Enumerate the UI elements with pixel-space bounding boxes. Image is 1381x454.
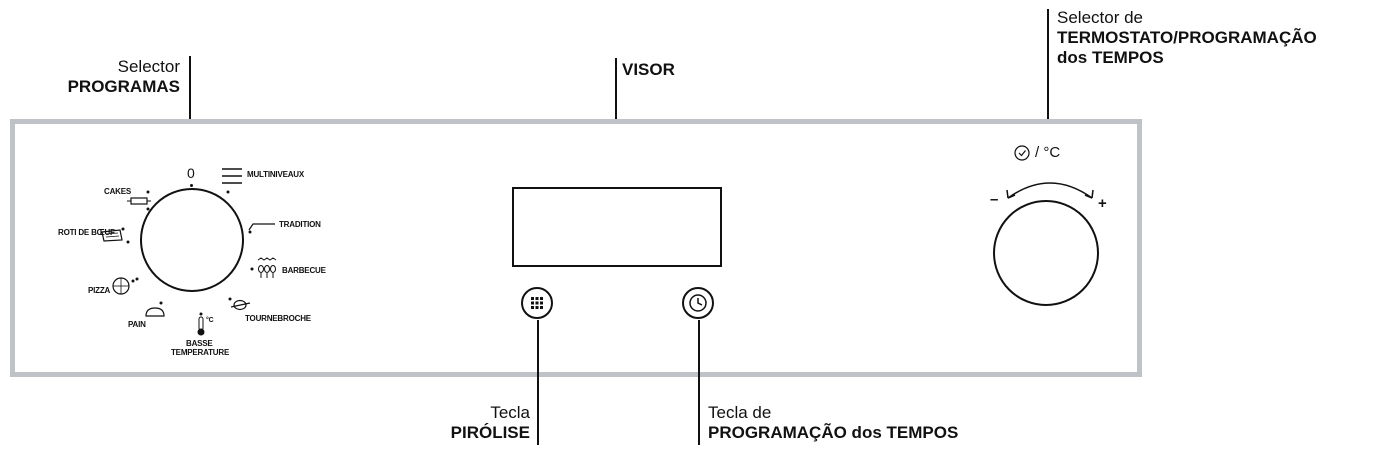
thermostat-symbol: / °C — [1035, 144, 1061, 161]
keypad-icon — [531, 297, 543, 309]
callout-tempos-line2: PROGRAMAÇÃO dos TEMPOS — [708, 423, 959, 442]
pirolise-button[interactable] — [521, 287, 553, 319]
cake-icon — [127, 190, 151, 211]
callout-pirolise-line1: Tecla — [490, 403, 530, 422]
dot-zero — [190, 184, 193, 187]
callout-programas-line2: PROGRAMAS — [67, 77, 180, 96]
leader-visor — [615, 58, 617, 170]
callout-visor: VISOR — [622, 60, 675, 79]
callout-termostato: Selector de TERMOSTATO/PROGRAMAÇÃO dos T… — [1057, 8, 1377, 68]
label-barbecue: BARBECUE — [282, 266, 326, 275]
label-basse: BASSE — [186, 339, 213, 348]
program-zero-label: 0 — [187, 165, 195, 181]
leader-termostato — [1047, 9, 1049, 139]
callout-pirolise: Tecla PIRÓLISE — [400, 403, 530, 443]
program-selector-knob[interactable] — [140, 188, 244, 292]
leader-programas — [189, 56, 191, 153]
minus-sign: – — [990, 191, 999, 208]
visor-display — [512, 187, 722, 267]
label-tournebroche: TOURNEBROCHE — [245, 314, 311, 323]
roast-icon — [101, 227, 130, 244]
label-cakes: CAKES — [104, 187, 132, 196]
callout-termostato-line2: TERMOSTATO/PROGRAMAÇÃO — [1057, 28, 1317, 47]
thermometer-icon — [197, 312, 205, 336]
label-roti: ROTI DE BŒUF — [58, 228, 115, 237]
callout-tempos: Tecla de PROGRAMAÇÃO dos TEMPOS — [708, 403, 1028, 443]
barbecue-icon — [250, 257, 277, 278]
rotate-arrow-icon — [1006, 182, 1094, 199]
callout-programas: Selector PROGRAMAS — [60, 57, 180, 97]
tournebroche-icon — [228, 297, 251, 311]
bread-icon — [145, 301, 165, 317]
label-pain: PAIN — [128, 320, 146, 329]
thermostat-selector-knob[interactable] — [993, 200, 1099, 306]
callout-termostato-line3: dos TEMPOS — [1057, 48, 1164, 67]
multiniveaux-icon — [222, 168, 242, 194]
label-degree-c: °C — [206, 317, 214, 324]
clock-icon — [1014, 145, 1030, 161]
label-temperature: TEMPERATURE — [171, 348, 230, 357]
tempos-button[interactable] — [682, 287, 714, 319]
leader-tempos — [698, 320, 700, 445]
pizza-icon — [112, 277, 139, 295]
callout-programas-line1: Selector — [117, 57, 180, 76]
tradition-icon — [248, 223, 275, 234]
label-pizza: PIZZA — [88, 286, 111, 295]
plus-sign: + — [1098, 195, 1107, 212]
clock-icon — [689, 294, 707, 312]
callout-termostato-line1: Selector de — [1057, 8, 1143, 27]
label-multiniveaux: MULTINIVEAUX — [247, 170, 305, 179]
label-tradition: TRADITION — [279, 220, 321, 229]
leader-pirolise — [537, 320, 539, 445]
callout-pirolise-line2: PIRÓLISE — [450, 423, 530, 442]
callout-tempos-line1: Tecla de — [708, 403, 772, 422]
